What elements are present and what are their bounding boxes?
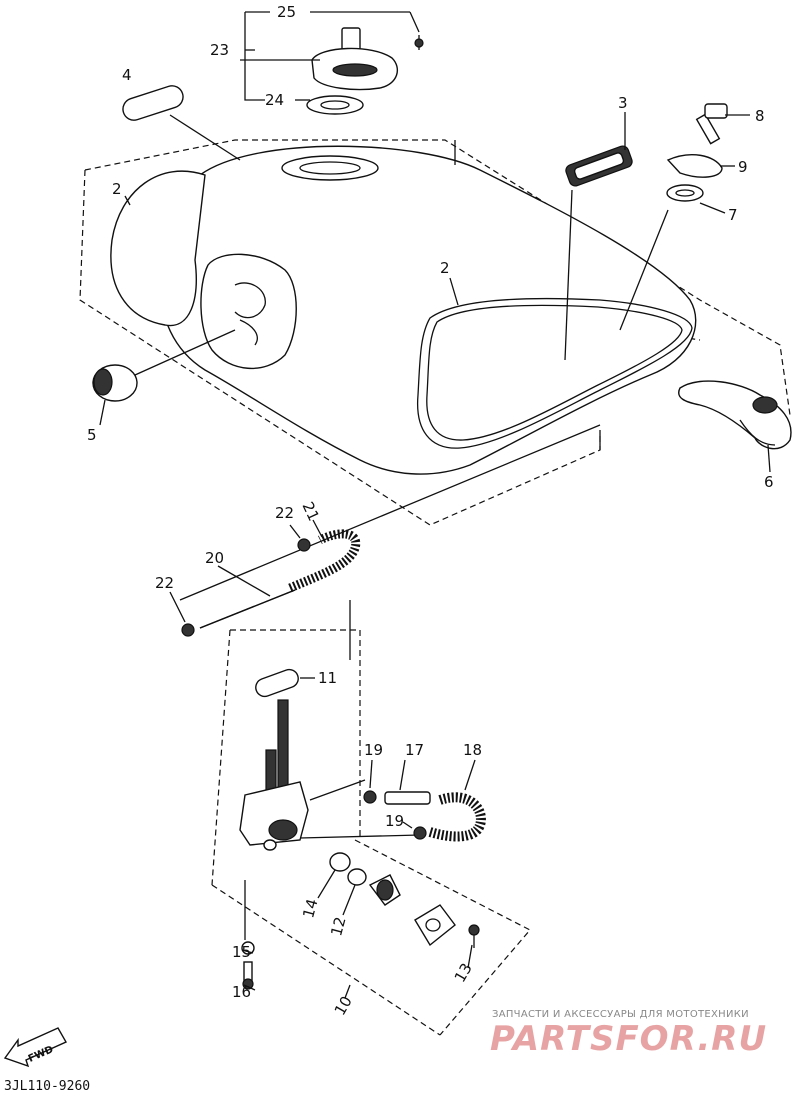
callout-14: 14 xyxy=(299,897,321,920)
watermark-tagline: ЗАПЧАСТИ И АКСЕССУАРЫ ДЛЯ МОТОТЕХНИКИ xyxy=(492,1009,749,1020)
callout-8: 8 xyxy=(755,107,765,125)
callout-2-side: 2 xyxy=(440,259,450,277)
callout-7: 7 xyxy=(728,206,738,224)
fuel-petcock xyxy=(239,699,421,940)
part-4-cushion xyxy=(122,85,241,161)
callout-11: 11 xyxy=(318,669,337,687)
watermark: ЗАПЧАСТИ И АКСЕССУАРЫ ДЛЯ МОТОТЕХНИКИ PA… xyxy=(490,1009,767,1059)
callout-25: 25 xyxy=(277,3,296,21)
callout-23: 23 xyxy=(210,41,229,59)
callout-12: 12 xyxy=(327,915,349,938)
callout-22-upper: 22 xyxy=(275,504,294,522)
callout-6: 6 xyxy=(764,473,774,491)
fwd-arrow: FWD xyxy=(3,1027,67,1068)
callout-3: 3 xyxy=(618,94,628,112)
callout-21: 21 xyxy=(298,499,322,524)
callout-19-upper: 19 xyxy=(364,741,383,759)
watermark-brand: PARTSFOR.RU xyxy=(490,1019,767,1059)
callout-13: 13 xyxy=(451,960,476,986)
petcock-boundary xyxy=(179,424,601,1036)
callout-18: 18 xyxy=(463,741,482,759)
callout-16: 16 xyxy=(232,983,251,1001)
callout-9: 9 xyxy=(738,158,748,176)
callout-24: 24 xyxy=(265,91,284,109)
callout-22-lower: 22 xyxy=(155,574,174,592)
leader-lines xyxy=(99,11,771,999)
callout-17: 17 xyxy=(405,741,424,759)
part-11-gasket xyxy=(255,668,315,698)
callout-2-rear: 2 xyxy=(112,180,122,198)
callout-19-lower: 19 xyxy=(385,812,404,830)
diagram-code: 3JL110-9260 xyxy=(4,1079,90,1094)
callout-15: 15 xyxy=(232,943,251,961)
fuel-cap-assembly xyxy=(306,27,424,115)
emblem-and-bolts xyxy=(564,103,728,361)
callout-20: 20 xyxy=(205,549,224,567)
callout-5: 5 xyxy=(87,426,97,444)
part-6-bracket xyxy=(678,380,792,450)
part-5-grommet xyxy=(92,329,236,402)
fuel-tank xyxy=(110,140,697,475)
callout-4: 4 xyxy=(122,66,132,84)
callout-10: 10 xyxy=(331,993,356,1019)
fuel-line-assembly xyxy=(181,529,361,637)
hose-assembly xyxy=(363,790,486,842)
petcock-small-parts xyxy=(241,852,480,990)
